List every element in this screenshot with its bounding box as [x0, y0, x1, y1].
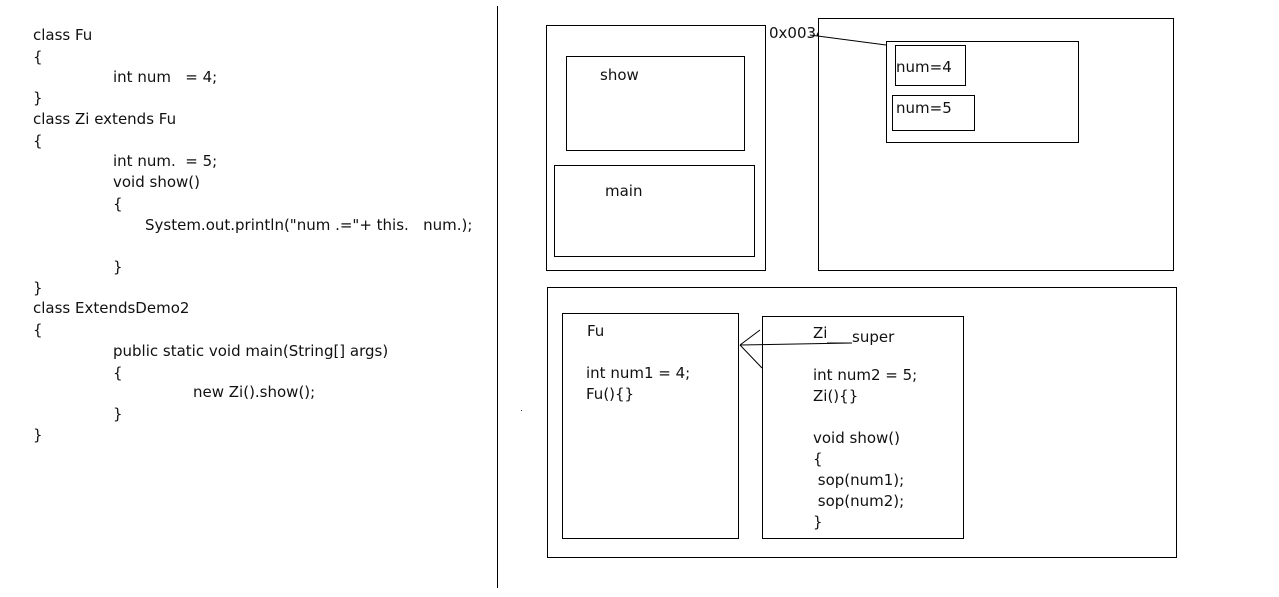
main-frame: [554, 165, 755, 257]
code-line: }: [113, 258, 123, 276]
code-line: {: [33, 48, 43, 66]
zi-class-line: {: [813, 450, 823, 468]
panel-divider: [497, 6, 498, 588]
zi-class-line: int num2 = 5;: [813, 366, 918, 384]
main-frame-label: main: [605, 182, 643, 200]
zi-class-line: Zi(){}: [813, 387, 859, 405]
fu-class-title: Fu: [587, 322, 605, 340]
code-line: void show(): [113, 173, 200, 191]
code-line: {: [113, 195, 123, 213]
code-line: }: [33, 89, 43, 107]
code-line: System.out.println("num .="+ this. num.)…: [145, 216, 473, 234]
code-line: class Zi extends Fu: [33, 110, 177, 128]
stray-dot: [521, 410, 522, 411]
code-line: public static void main(String[] args): [113, 342, 389, 360]
zi-class-line: void show(): [813, 429, 900, 447]
code-line: }: [33, 279, 43, 297]
show-frame: [566, 56, 745, 151]
code-line: new Zi().show();: [193, 383, 316, 401]
code-panel: class Fu { int num = 4; } class Zi exten…: [0, 0, 497, 597]
zi-class-title: Zi: [813, 324, 828, 342]
zi-super-label: super: [852, 328, 895, 346]
fu-field-box: [895, 45, 966, 86]
fu-field-value: num=4: [896, 58, 952, 76]
fu-class-box: [562, 313, 739, 539]
zi-class-line: }: [813, 513, 823, 531]
code-line: int num = 4;: [113, 68, 218, 86]
code-line: class Fu: [33, 26, 93, 44]
code-line: int num. = 5;: [113, 152, 218, 170]
zi-class-line: sop(num1);: [813, 471, 905, 489]
code-line: {: [33, 132, 43, 150]
code-line: class ExtendsDemo2: [33, 299, 190, 317]
code-line: {: [33, 321, 43, 339]
code-line: }: [113, 405, 123, 423]
zi-field-box: [892, 95, 975, 131]
code-line: }: [33, 426, 43, 444]
fu-class-line: int num1 = 4;: [586, 364, 691, 382]
zi-class-box: [762, 316, 964, 539]
show-frame-label: show: [600, 66, 639, 84]
zi-field-value: num=5: [896, 99, 952, 117]
code-line: {: [113, 364, 123, 382]
fu-class-line: Fu(){}: [586, 385, 635, 403]
zi-class-line: sop(num2);: [813, 492, 905, 510]
